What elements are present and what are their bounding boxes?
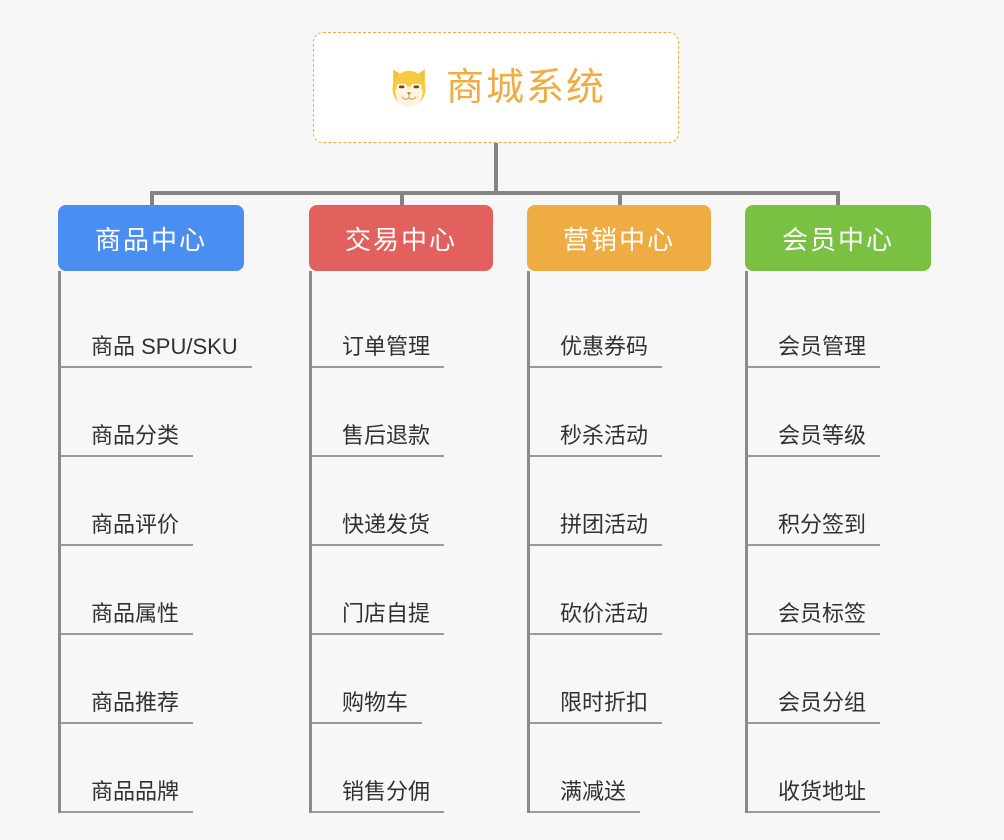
list-item[interactable]: 满减送 [530, 724, 711, 813]
list-item[interactable]: 积分签到 [748, 457, 931, 546]
list-item[interactable]: 快递发货 [312, 457, 493, 546]
list-item[interactable]: 会员标签 [748, 546, 931, 635]
list-item[interactable]: 拼团活动 [530, 457, 711, 546]
leaf-label: 商品推荐 [61, 690, 194, 724]
list-item[interactable]: 会员等级 [748, 368, 931, 457]
leaf-label: 会员等级 [748, 423, 881, 457]
connector-drop-3 [618, 191, 622, 207]
list-item[interactable]: 商品推荐 [61, 635, 244, 724]
leaf-list-trade-center: 订单管理 售后退款 快递发货 门店自提 购物车 销售分佣 [309, 271, 493, 813]
leaf-label: 销售分佣 [312, 779, 445, 813]
list-item[interactable]: 商品 SPU/SKU [61, 279, 252, 368]
list-item[interactable]: 限时折扣 [530, 635, 711, 724]
connector-drop-1 [150, 191, 154, 207]
connector-drop-4 [836, 191, 840, 207]
leaf-list-marketing-center: 优惠券码 秒杀活动 拼团活动 砍价活动 限时折扣 满减送 [527, 271, 711, 813]
leaf-label: 拼团活动 [530, 512, 663, 546]
branch-trade-center: 交易中心 订单管理 售后退款 快递发货 门店自提 购物车 销售分佣 [309, 205, 493, 813]
leaf-list-product-center: 商品 SPU/SKU 商品分类 商品评价 商品属性 商品推荐 商品品牌 [58, 271, 252, 813]
leaf-label: 商品分类 [61, 423, 194, 457]
leaf-label: 会员分组 [748, 690, 881, 724]
leaf-label: 购物车 [312, 690, 423, 724]
list-item[interactable]: 优惠券码 [530, 279, 711, 368]
leaf-label: 商品评价 [61, 512, 194, 546]
leaf-label: 商品品牌 [61, 779, 194, 813]
list-item[interactable]: 门店自提 [312, 546, 493, 635]
branch-product-center: 商品中心 商品 SPU/SKU 商品分类 商品评价 商品属性 商品推荐 商品品牌 [58, 205, 252, 813]
category-header-product-center[interactable]: 商品中心 [58, 205, 244, 271]
list-item[interactable]: 购物车 [312, 635, 493, 724]
leaf-label: 会员标签 [748, 601, 881, 635]
root-title: 商城系统 [445, 66, 606, 109]
list-item[interactable]: 砍价活动 [530, 546, 711, 635]
branch-member-center: 会员中心 会员管理 会员等级 积分签到 会员标签 会员分组 收货地址 [745, 205, 931, 813]
leaf-label: 门店自提 [312, 601, 445, 635]
leaf-list-member-center: 会员管理 会员等级 积分签到 会员标签 会员分组 收货地址 [745, 271, 931, 813]
branch-marketing-center: 营销中心 优惠券码 秒杀活动 拼团活动 砍价活动 限时折扣 满减送 [527, 205, 711, 813]
list-item[interactable]: 商品属性 [61, 546, 244, 635]
leaf-label: 订单管理 [312, 334, 445, 368]
list-item[interactable]: 售后退款 [312, 368, 493, 457]
leaf-label: 商品属性 [61, 601, 194, 635]
leaf-label: 商品 SPU/SKU [61, 334, 252, 368]
list-item[interactable]: 会员管理 [748, 279, 931, 368]
leaf-label: 售后退款 [312, 423, 445, 457]
leaf-label: 满减送 [530, 779, 641, 813]
leaf-label: 积分签到 [748, 512, 881, 546]
connector-drop-2 [400, 191, 404, 207]
leaf-label: 收货地址 [748, 779, 881, 813]
leaf-label: 秒杀活动 [530, 423, 663, 457]
list-item[interactable]: 商品评价 [61, 457, 244, 546]
shiba-dog-icon [392, 68, 426, 107]
category-header-member-center[interactable]: 会员中心 [745, 205, 931, 271]
category-header-marketing-center[interactable]: 营销中心 [527, 205, 711, 271]
list-item[interactable]: 秒杀活动 [530, 368, 711, 457]
connector-root-stem [494, 143, 498, 195]
category-header-trade-center[interactable]: 交易中心 [309, 205, 493, 271]
list-item[interactable]: 销售分佣 [312, 724, 493, 813]
list-item[interactable]: 会员分组 [748, 635, 931, 724]
leaf-label: 快递发货 [312, 512, 445, 546]
leaf-label: 限时折扣 [530, 690, 663, 724]
list-item[interactable]: 商品分类 [61, 368, 244, 457]
root-node[interactable]: 商城系统 [313, 32, 679, 143]
list-item[interactable]: 商品品牌 [61, 724, 244, 813]
leaf-label: 砍价活动 [530, 601, 663, 635]
leaf-label: 优惠券码 [530, 334, 663, 368]
list-item[interactable]: 订单管理 [312, 279, 493, 368]
list-item[interactable]: 收货地址 [748, 724, 931, 813]
connector-horizontal-bus [150, 191, 840, 195]
leaf-label: 会员管理 [748, 334, 881, 368]
